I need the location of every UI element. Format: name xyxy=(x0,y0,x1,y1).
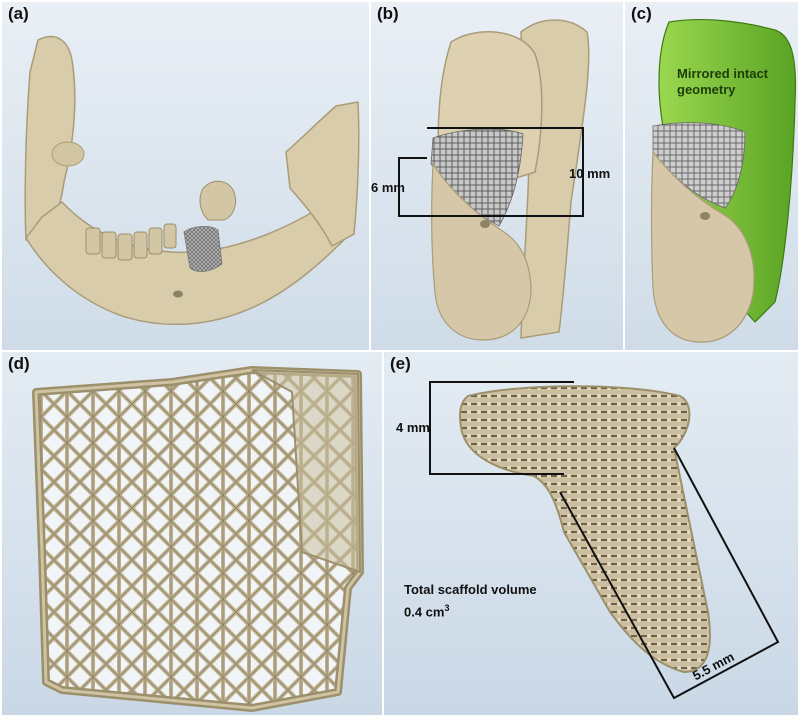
mandible-left-ramus xyxy=(24,35,76,243)
volume-title: Total scaffold volume xyxy=(404,582,537,597)
mandible-scaffold xyxy=(183,226,223,272)
lattice-block-edge xyxy=(34,368,362,710)
dimension-lines xyxy=(398,127,584,217)
mirrored-cut-face xyxy=(650,150,755,343)
dim-6mm-label: 6 mm xyxy=(371,180,405,195)
lattice-top-rim xyxy=(251,369,362,574)
mirrored-illustration xyxy=(625,2,798,350)
panel-a-mandible: (a) xyxy=(2,2,369,350)
panel-d-label: (d) xyxy=(8,354,30,373)
molar-right xyxy=(199,180,237,221)
volume-value: 0.4 cm3 xyxy=(404,600,450,620)
panel-b-label: (b) xyxy=(377,4,399,23)
dim-10mm-label: 10 mm xyxy=(569,166,611,181)
mirrored-geometry-label: Mirrored intact geometry xyxy=(677,66,769,97)
panel-c-mirrored-geometry: Mirrored intact geometry (c) xyxy=(625,2,798,350)
mirrored-scaffold xyxy=(652,122,746,209)
canal-hole xyxy=(480,220,490,228)
cut-face xyxy=(431,162,532,341)
mandible-right-ramus xyxy=(285,101,360,248)
panel-a-label: (a) xyxy=(8,4,29,23)
mirrored-canal-hole xyxy=(700,212,710,220)
condyle-left xyxy=(51,141,85,167)
panel-e-label: (e) xyxy=(390,354,411,373)
lattice-illustration xyxy=(2,352,382,715)
mental-foramen xyxy=(173,290,183,298)
panel-b-defect-site: 6 mm 10 mm (b) xyxy=(371,2,623,350)
mandible-illustration xyxy=(2,2,369,350)
volume-exponent: 3 xyxy=(444,603,450,613)
scaffold-dimension-illustration xyxy=(384,352,798,715)
volume-number: 0.4 cm xyxy=(404,604,445,620)
scaffold-dimension-lines xyxy=(429,381,780,700)
teeth-row xyxy=(85,223,177,261)
isolated-scaffold xyxy=(459,385,711,674)
panel-e-scaffold-dimensions: 4 mm 5.5 mm Total scaffold volume 0.4 cm… xyxy=(384,352,798,715)
defect-illustration xyxy=(371,2,623,350)
panel-d-lattice-closeup: (d) xyxy=(2,352,382,715)
panel-c-label: (c) xyxy=(631,4,652,23)
dim-4mm-label: 4 mm xyxy=(396,420,430,435)
